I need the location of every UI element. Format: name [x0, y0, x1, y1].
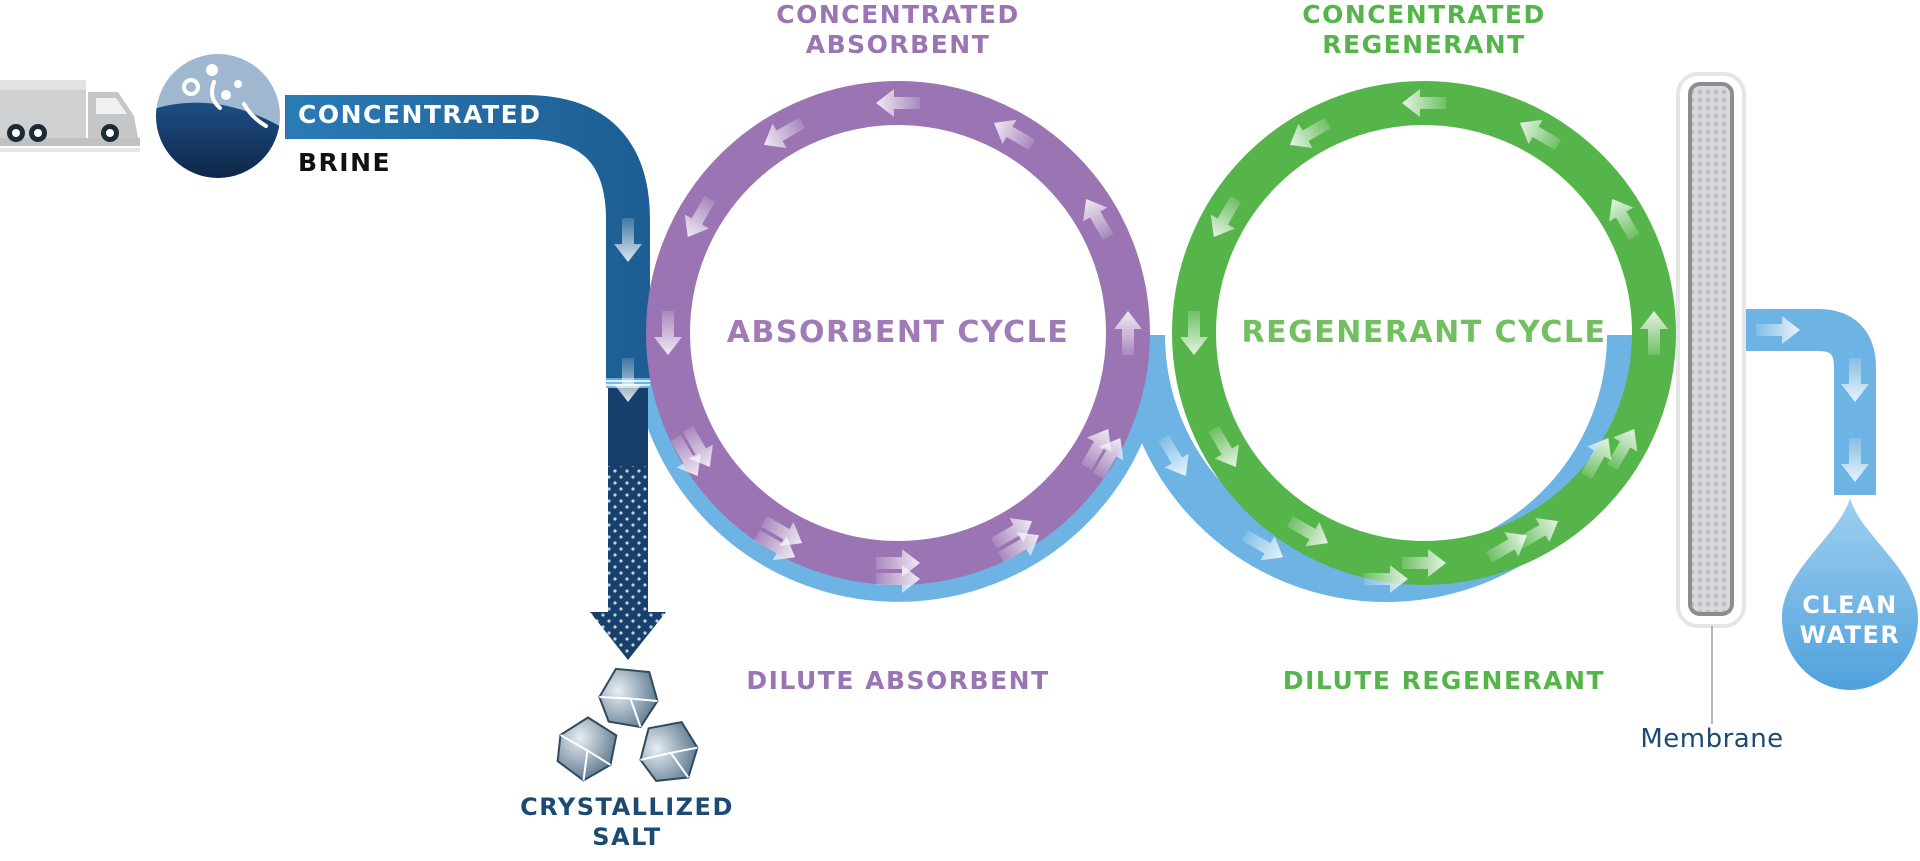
blue-flow-arrow [1841, 358, 1869, 402]
blue-flow-arrow [1093, 437, 1124, 480]
clean-water-line1: CLEAN [1802, 591, 1898, 619]
purple-flow-arrow [990, 518, 1033, 549]
blue-flow-arrow [753, 530, 796, 561]
dilute-absorbent-text: DILUTE ABSORBENT [746, 666, 1050, 695]
blue-flow-arrow [1158, 434, 1189, 477]
membrane-filter-icon [1676, 72, 1746, 724]
purple-flow-arrow [876, 89, 920, 117]
blue-flow-arrow [670, 434, 701, 477]
purple-flow-arrow [1083, 198, 1114, 241]
regenerant-cycle-text: REGENERANT CYCLE [1241, 315, 1607, 350]
concentrated-brine-label: CONCENTRATED [298, 100, 541, 130]
concentrated-regenerant-label: CONCENTRATED REGENERANT [1274, 0, 1574, 60]
purple-flow-arrow [876, 549, 920, 577]
blue-flow-arrow [614, 358, 642, 402]
blue-flow-arrow [997, 532, 1040, 563]
concentrated-absorbent-label: CONCENTRATED ABSORBENT [748, 0, 1048, 60]
salt-drop-arrow [590, 388, 666, 660]
brine-droplets-icon [156, 54, 280, 178]
green-flow-arrow [1606, 428, 1638, 471]
concentrated-regenerant-line2: REGENERANT [1322, 30, 1526, 59]
absorbent-cycle-text: ABSORBENT CYCLE [726, 315, 1070, 350]
green-flow-arrow [1609, 198, 1640, 241]
clean-water-pipe [1742, 309, 1876, 495]
purple-flow-arrow [654, 311, 682, 355]
green-flow-arrow [1516, 518, 1559, 549]
blue-flow-arrow [1485, 532, 1528, 563]
dilute-absorbent-label: DILUTE ABSORBENT [718, 666, 1078, 696]
blue-flow-arrow [1581, 437, 1612, 480]
crystallized-salt-label: CRYSTALLIZED SALT [500, 792, 754, 852]
membrane-label: Membrane [1612, 724, 1812, 754]
water-drop-icon [1782, 498, 1918, 690]
blue-flow-arrow [1364, 565, 1408, 593]
purple-flow-arrow [1080, 428, 1112, 471]
dilute-flow-arrows [614, 218, 1869, 593]
blue-flow-arrow [614, 218, 642, 262]
blue-flow-arrow [1241, 530, 1284, 561]
blue-flow-arrow [876, 565, 920, 593]
green-flow-arrow [1180, 311, 1208, 355]
blue-flow-arrow [1841, 438, 1869, 482]
purple-flow-arrow [1114, 311, 1142, 355]
green-flow-arrow [1519, 119, 1562, 151]
crystallized-salt-line1: CRYSTALLIZED [520, 793, 734, 821]
purple-flow-arrow [763, 117, 806, 148]
clean-water-line2: WATER [1799, 621, 1901, 649]
green-flow-arrow [1402, 549, 1446, 577]
brine-label: BRINE [298, 148, 391, 178]
clean-water-label: CLEAN WATER [1780, 590, 1920, 650]
purple-flow-arrow [682, 425, 713, 468]
regenerant-cycle-label: REGENERANT CYCLE [1224, 318, 1624, 348]
crystallized-salt-line2: SALT [592, 823, 662, 851]
blue-flow-arrow [1756, 316, 1800, 344]
green-flow-arrow [1208, 425, 1239, 468]
purple-flow-arrow [993, 119, 1036, 151]
absorbent-cycle-label: ABSORBENT CYCLE [698, 318, 1098, 348]
green-flow-arrow [1640, 311, 1668, 355]
concentrated-absorbent-line1: CONCENTRATED [776, 0, 1020, 29]
concentrated-brine-line2: BRINE [298, 148, 392, 177]
green-flow-arrow [1402, 89, 1446, 117]
concentrated-absorbent-line2: ABSORBENT [805, 30, 991, 59]
membrane-text: Membrane [1640, 724, 1784, 754]
green-flow-arrow [1286, 515, 1329, 547]
green-flow-arrow [1289, 117, 1332, 148]
concentrated-regenerant-line1: CONCENTRATED [1302, 0, 1546, 29]
purple-flow-arrow [760, 515, 803, 547]
absorbent-flow-arrows [654, 89, 1142, 577]
regenerant-flow-arrows [1180, 89, 1668, 577]
purple-flow-arrow [684, 195, 716, 238]
dilute-regenerant-label: DILUTE REGENERANT [1264, 666, 1624, 696]
concentrated-brine-line1: CONCENTRATED [298, 100, 542, 129]
salt-crystals-icon [556, 667, 699, 782]
green-flow-arrow [1210, 195, 1242, 238]
truck-icon [0, 80, 140, 152]
dilute-regenerant-text: DILUTE REGENERANT [1282, 666, 1606, 695]
